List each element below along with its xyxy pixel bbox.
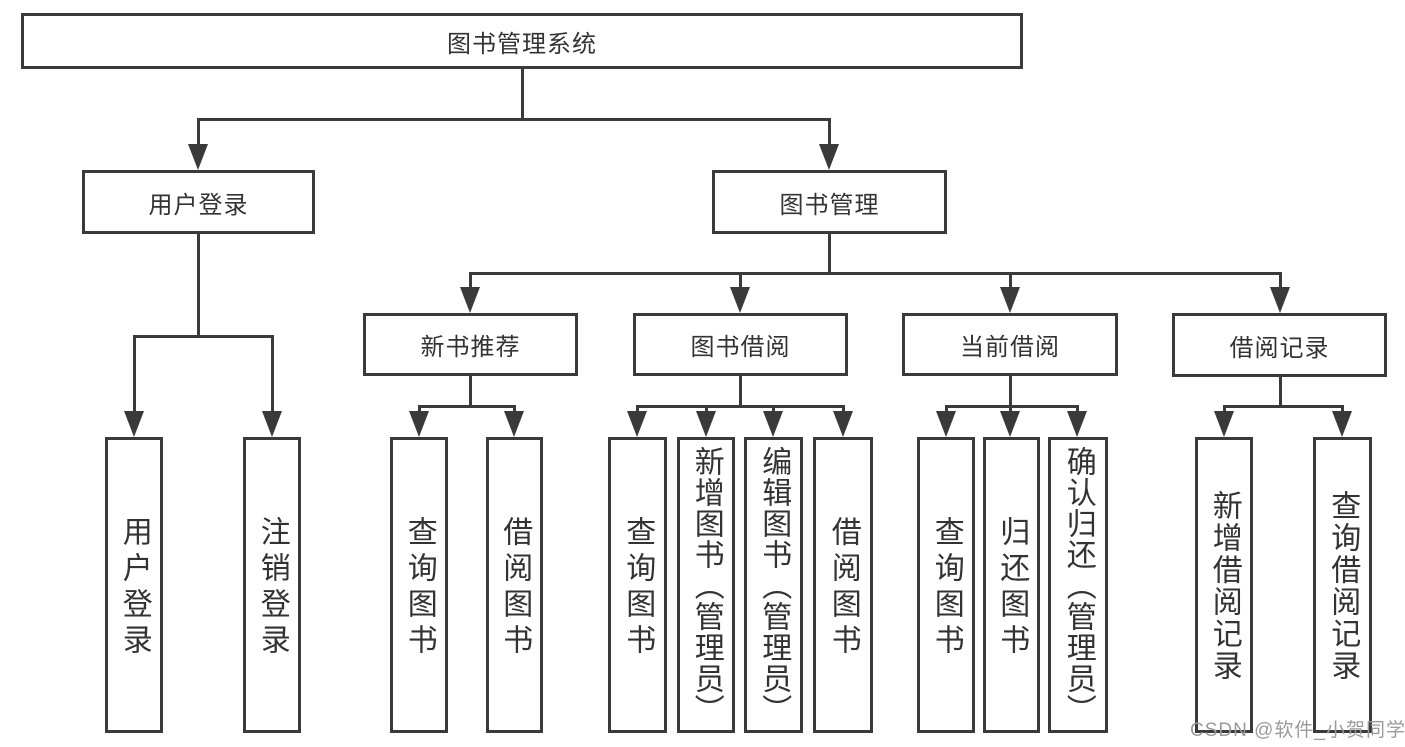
connector-line [1008, 376, 1012, 408]
node-user-login: 用户登录 [82, 170, 315, 234]
csdn-watermark: CSDN @软件_小贺同学 [1190, 720, 1405, 741]
node-label: 图书管理 [779, 191, 880, 219]
node-label: 用户登录 [148, 191, 249, 219]
node-label: 新增图书（管理员） [689, 446, 723, 725]
node-label: 查询图书 [402, 516, 436, 660]
node-label: 图书管理系统 [447, 30, 597, 58]
node-label: 查询借阅记录 [1326, 490, 1360, 682]
connector-line [1278, 273, 1282, 296]
arrow-down-icon [730, 287, 750, 313]
arrow-down-icon [627, 411, 647, 437]
connector-line [196, 117, 831, 121]
arrow-down-icon [262, 411, 282, 437]
arrow-down-icon [1067, 411, 1087, 437]
leaf-bor-query-book: 查询图书 [608, 437, 667, 733]
connector-line [196, 119, 200, 154]
connector-line [520, 69, 524, 121]
arrow-down-icon [819, 144, 839, 170]
node-new-book-rec: 新书推荐 [363, 313, 578, 376]
arrow-down-icon [763, 411, 783, 437]
leaf-rec-query-book: 查询图书 [390, 437, 448, 733]
node-label: 查询图书 [929, 516, 963, 660]
connector-line [468, 376, 472, 408]
leaf-bor-edit-book-admin: 编辑图书（管理员） [744, 437, 803, 733]
node-label: 查询图书 [621, 516, 655, 660]
leaf-logout: 注销登录 [243, 437, 301, 733]
leaf-cur-return-book: 归还图书 [983, 437, 1040, 733]
arrow-down-icon [1332, 411, 1352, 437]
node-borrow-records: 借阅记录 [1172, 313, 1387, 377]
connector-line [270, 336, 274, 420]
arrow-down-icon [1214, 411, 1234, 437]
node-label: 图书借阅 [690, 334, 791, 361]
connector-line [417, 404, 516, 408]
arrow-down-icon [936, 411, 956, 437]
arrow-down-icon [696, 411, 716, 437]
node-label: 借阅记录 [1229, 334, 1330, 362]
connector-line [944, 404, 1079, 408]
connector-line [827, 119, 831, 154]
arrow-down-icon [1000, 287, 1020, 313]
node-book-mgmt: 图书管理 [712, 170, 947, 234]
connector-line [468, 273, 472, 296]
leaf-records-add-record: 新增借阅记录 [1195, 437, 1253, 733]
connector-line [132, 336, 136, 420]
leaf-bor-borrow-book: 借阅图书 [813, 437, 873, 733]
node-label: 注销登录 [255, 516, 289, 660]
leaf-cur-confirm-return-admin: 确认归还（管理员） [1048, 437, 1108, 733]
connector-line [468, 271, 1282, 275]
arrow-down-icon [1000, 411, 1020, 437]
connector-line [635, 404, 845, 408]
arrow-down-icon [124, 411, 144, 437]
connector-line [738, 376, 742, 408]
node-label: 用户登录 [117, 516, 151, 660]
connector-line [1278, 377, 1282, 408]
arrow-down-icon [409, 411, 429, 437]
arrow-down-icon [188, 144, 208, 170]
leaf-user-login: 用户登录 [105, 437, 163, 733]
node-label: 当前借阅 [960, 334, 1060, 361]
node-label: 新增借阅记录 [1207, 490, 1241, 682]
connector-line [132, 334, 274, 338]
node-label: 新书推荐 [420, 334, 521, 361]
node-label: 归还图书 [995, 516, 1029, 660]
arrow-down-icon [460, 287, 480, 313]
node-book-borrow: 图书借阅 [633, 313, 848, 376]
arrow-down-icon [1270, 287, 1290, 313]
arrow-down-icon [504, 411, 524, 437]
leaf-rec-borrow-book: 借阅图书 [486, 437, 543, 733]
connector-line [1008, 273, 1012, 296]
leaf-records-query-record: 查询借阅记录 [1313, 437, 1372, 733]
node-label: 编辑图书（管理员） [757, 446, 791, 725]
connector-line [827, 234, 831, 275]
node-label: 确认归还（管理员） [1061, 446, 1095, 725]
leaf-bor-add-book-admin: 新增图书（管理员） [677, 437, 735, 733]
node-current-borrow: 当前借阅 [902, 313, 1118, 376]
node-label: 借阅图书 [826, 516, 860, 660]
node-label: 借阅图书 [498, 516, 532, 660]
arrow-down-icon [833, 411, 853, 437]
connector-line [738, 273, 742, 296]
node-root: 图书管理系统 [21, 13, 1023, 69]
connector-line [196, 234, 200, 338]
leaf-cur-query-book: 查询图书 [917, 437, 975, 733]
connector-line [1222, 404, 1344, 408]
